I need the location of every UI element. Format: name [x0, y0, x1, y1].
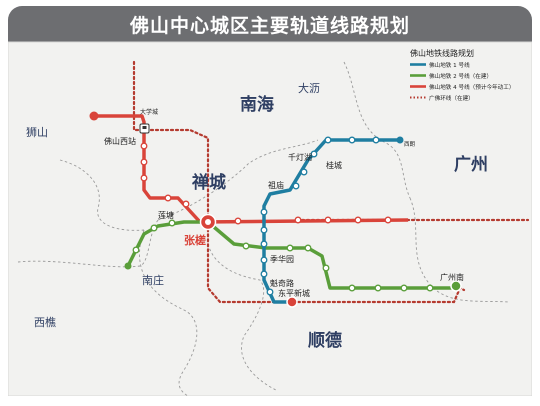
station-liantang: 莲塘	[158, 210, 174, 220]
legend-box	[406, 46, 526, 108]
station-dongping-xincheng: 东平新城	[278, 288, 310, 298]
place-shishan: 狮山	[26, 126, 48, 139]
station-dot	[310, 150, 318, 158]
station-dot	[132, 246, 140, 254]
station-guicheng: 桂城	[326, 160, 342, 170]
region-chancheng: 禅城	[191, 172, 226, 193]
station-dot	[426, 284, 434, 292]
legend-item-label: 佛山地铁 4 号线（预计今年动工）	[429, 83, 514, 91]
legend-item-label: 广佛环线（在建）	[429, 94, 474, 102]
place-labels: 狮山 大沥 南庄 西樵	[26, 81, 320, 329]
rail-map: 南海 禅城 顺德 广州 狮山 大沥 南庄 西樵 大学城 佛山西站 西朗 千灯湖 …	[8, 41, 532, 396]
station-dot	[384, 216, 392, 224]
station-dot	[140, 174, 148, 182]
station-dot	[324, 216, 332, 224]
station-dot	[140, 158, 148, 166]
station-dot	[400, 284, 408, 292]
rail-station-icon	[139, 123, 150, 134]
region-labels: 南海 禅城 顺德 广州	[191, 94, 488, 351]
station-xilang: 西朗	[404, 140, 416, 148]
station-dot	[182, 200, 190, 208]
place-nanzhuang: 南庄	[142, 273, 164, 287]
station-dot	[164, 194, 172, 202]
line2-terminal-marker	[124, 262, 132, 270]
station-daxuecheng: 大学城	[140, 108, 158, 116]
station-zhangcha: 张槎	[184, 233, 206, 247]
station-dot	[294, 216, 302, 224]
place-xiqiao: 西樵	[34, 315, 56, 329]
legend-heading: 佛山地铁线路规划	[410, 48, 474, 58]
station-dot	[260, 226, 268, 234]
station-dot	[260, 240, 268, 248]
line4-terminal-marker	[89, 111, 99, 121]
line4-route	[94, 114, 409, 224]
station-qiandenghu: 千灯湖	[288, 152, 312, 162]
station-jihuayuan: 季华园	[270, 254, 294, 264]
station-foshan-west: 佛山西站	[104, 136, 136, 146]
station-dot	[168, 219, 176, 227]
station-dot	[324, 136, 332, 144]
station-dot	[374, 284, 382, 292]
legend-item-label: 佛山地铁 1 号线	[429, 61, 470, 69]
page-title: 佛山中心城区主要轨道线路规划	[129, 15, 410, 37]
station-labels: 大学城 佛山西站 西朗 千灯湖 桂城 祖庙 莲塘 张槎 季华园 魁奇路 东平新城…	[104, 108, 464, 298]
station-kuiqilu: 魁奇路	[270, 278, 294, 288]
region-guangzhou: 广州	[454, 154, 488, 175]
station-dot	[300, 168, 308, 176]
station-dot	[286, 244, 294, 252]
station-dot	[304, 244, 312, 252]
station-dot	[260, 208, 268, 216]
station-guangzhou-south: 广州南	[440, 272, 464, 282]
station-dot	[348, 136, 356, 144]
station-dot	[260, 270, 268, 278]
title-bar: 佛山中心城区主要轨道线路规划	[8, 6, 532, 48]
station-dot	[260, 256, 268, 264]
dongping-xincheng-marker	[286, 296, 298, 308]
station-dot	[234, 217, 242, 225]
guangzhou-south-marker	[450, 280, 462, 292]
station-dot	[242, 242, 250, 250]
station-zumiao: 祖庙	[268, 180, 284, 190]
region-shunde: 顺德	[308, 330, 342, 351]
station-dot	[150, 224, 158, 232]
station-dot	[322, 264, 330, 272]
zhangcha-hub-icon	[199, 213, 217, 231]
place-dali: 大沥	[298, 81, 320, 95]
station-dots	[132, 126, 434, 296]
station-dot	[140, 142, 148, 150]
station-dot	[292, 182, 300, 190]
legend-item-label: 佛山地铁 2 号线（在建）	[429, 72, 492, 80]
district-boundaries	[17, 61, 509, 396]
region-nanhai: 南海	[240, 94, 274, 115]
station-dot	[348, 284, 356, 292]
station-dot	[354, 216, 362, 224]
station-dot	[372, 136, 380, 144]
station-dot	[266, 288, 274, 296]
line1-terminal-marker	[396, 136, 404, 144]
